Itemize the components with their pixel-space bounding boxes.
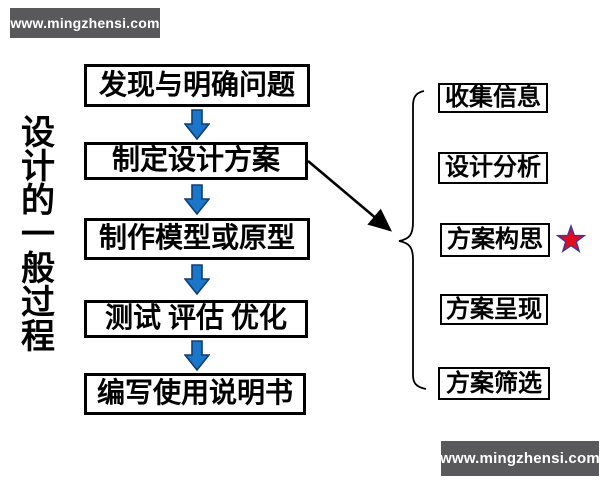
sub-step-box-5: 方案筛选 xyxy=(438,367,550,400)
down-arrow-icon xyxy=(184,109,210,140)
flow-step-box-3: 制作模型或原型 xyxy=(84,218,310,260)
sub-step-box-3: 方案构思 xyxy=(440,223,550,257)
sub-step-box-4: 方案呈现 xyxy=(440,294,548,325)
sub-step-box-2: 设计分析 xyxy=(438,152,548,184)
flow-step-box-4: 测试 评估 优化 xyxy=(84,300,308,338)
down-arrow-icon xyxy=(184,184,210,215)
watermark-top-left: www.mingzhensi.com xyxy=(10,8,160,38)
brace xyxy=(398,90,427,390)
flow-step-box-5: 编写使用说明书 xyxy=(84,373,306,415)
down-arrow-icon xyxy=(184,340,210,371)
sub-step-box-1: 收集信息 xyxy=(438,83,548,113)
flow-step-box-2: 制定设计方案 xyxy=(84,142,308,180)
down-arrow-icon xyxy=(184,264,210,295)
connector-arrow xyxy=(307,160,392,232)
flow-step-box-1: 发现与明确问题 xyxy=(84,64,310,107)
watermark-bottom-right: www.mingzhensi.com xyxy=(440,441,600,476)
diagram-title: 设计的一般过程 xyxy=(21,115,55,356)
star-icon xyxy=(555,224,587,254)
